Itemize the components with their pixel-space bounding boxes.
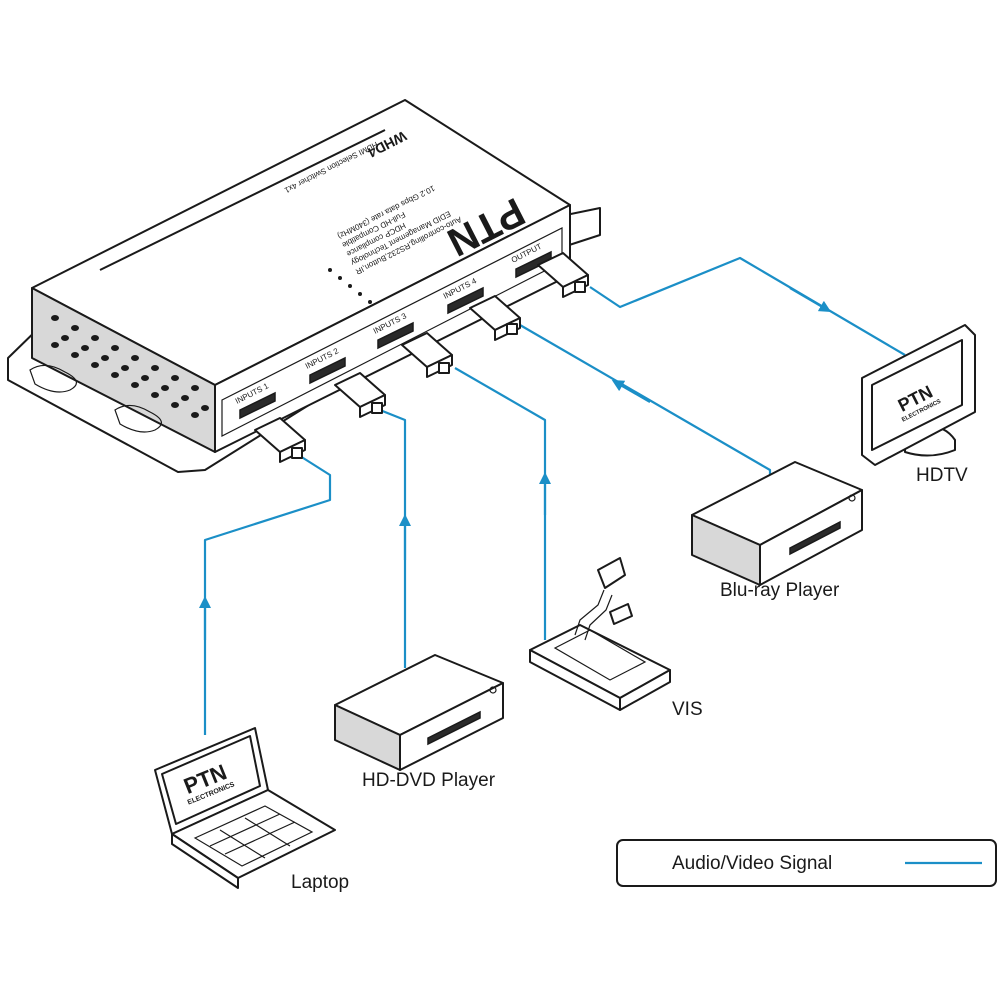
laptop-label: Laptop: [291, 872, 349, 893]
vis-label: VIS: [672, 699, 703, 720]
vis-surface: [553, 629, 647, 681]
hdmi-plugs: [254, 252, 589, 463]
hdmi-plug-output: [537, 252, 589, 298]
signal-line-vis: [454, 367, 547, 640]
mounting-slot-right: [114, 404, 162, 433]
hdtv-label: HDTV: [916, 465, 968, 486]
bluray-disc-tray: [789, 520, 841, 556]
hdtv-device: PTN ELECTRONICS HDTV: [861, 324, 976, 486]
signal-line-laptop: [203, 455, 332, 735]
hddvd-player-device: HD-DVD Player: [334, 654, 504, 791]
signal-lines: [199, 256, 906, 735]
vis-base-side: [619, 669, 671, 711]
hddvd-disc-tray: [427, 710, 481, 746]
hdmi-plug-input-4: [469, 295, 521, 341]
status-leds: [328, 268, 372, 304]
signal-line-bluray: [519, 324, 772, 482]
vis-arm: [574, 589, 613, 641]
vis-camera-head: [597, 557, 626, 589]
signal-line-hddvd: [379, 408, 407, 668]
vent-holes: [51, 315, 209, 418]
mounting-slot-left: [29, 364, 77, 393]
legend-label: Audio/Video Signal: [672, 853, 832, 874]
bluray-power-button: [848, 494, 856, 502]
hddvd-label: HD-DVD Player: [362, 770, 496, 791]
laptop-screen: [161, 735, 261, 825]
vis-lamp-head: [609, 603, 633, 625]
vis-device: VIS: [529, 557, 703, 720]
switcher-top-stripe: [99, 129, 386, 271]
hdtv-screen: [871, 339, 963, 451]
laptop-device: PTN ELECTRONICS Laptop: [154, 727, 349, 893]
hdmi-plug-input-3: [401, 332, 453, 378]
bluray-player-device: Blu-ray Player: [691, 461, 863, 601]
signal-arrow-hdtv: [789, 287, 832, 313]
signal-arrow-bluray: [611, 380, 651, 403]
hdmi-plug-input-1: [254, 417, 306, 463]
laptop-keyboard: [193, 805, 314, 867]
bluray-label: Blu-ray Player: [720, 580, 840, 601]
hdmi-plug-input-2: [334, 372, 386, 418]
laptop-base-front: [171, 833, 239, 889]
signal-line-hdtv: [589, 256, 906, 356]
legend: Audio/Video Signal: [616, 839, 997, 887]
switcher-unit: PTN WHD4 HDMI Selection Switcher 4x1 Aut…: [7, 99, 601, 473]
legend-box: [616, 839, 997, 887]
hddvd-power-button: [489, 686, 497, 694]
